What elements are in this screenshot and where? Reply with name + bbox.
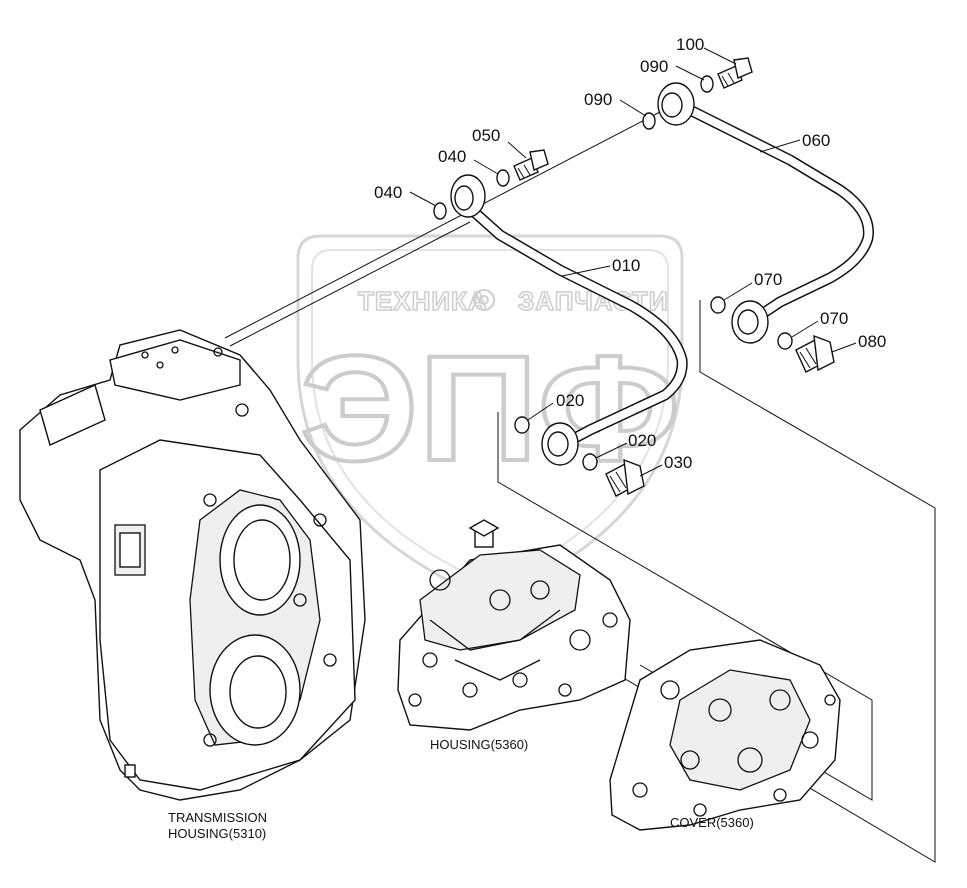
o-ring-020-right — [582, 453, 598, 471]
watermark-shield-outline — [296, 234, 684, 602]
label-cover: COVER(5360) — [670, 815, 754, 830]
callout-070-left: 070 — [754, 270, 782, 289]
callout-020-left: 020 — [556, 391, 584, 410]
o-ring-090-left — [642, 112, 656, 130]
callout-030: 030 — [664, 453, 692, 472]
watermark: ТЕХНИКА ЗАПЧАСТИ ЭПФ — [296, 234, 684, 602]
callout-040-right: 040 — [438, 147, 466, 166]
o-ring-090-right — [700, 75, 714, 93]
valve-housing — [397, 519, 631, 731]
callout-090-right: 090 — [640, 57, 668, 76]
callout-070-right: 070 — [820, 309, 848, 328]
label-transmission-line2: HOUSING(5310) — [168, 826, 266, 841]
o-rings — [433, 75, 793, 471]
o-ring-070-right — [777, 332, 793, 350]
o-ring-040-left — [433, 202, 447, 220]
o-ring-070-left — [710, 296, 726, 314]
watermark-logo: ЭПФ — [300, 324, 680, 492]
bolt-050 — [513, 149, 549, 181]
bolt-080 — [795, 334, 835, 373]
callout-040-left: 040 — [374, 183, 402, 202]
o-ring-020-left — [514, 416, 530, 434]
callout-labels: 100 090 090 060 050 040 040 010 070 070 … — [374, 35, 886, 472]
transmission-housing — [19, 329, 366, 801]
bolt-100 — [717, 57, 753, 89]
label-transmission-line1: TRANSMISSION — [168, 810, 267, 825]
callout-060: 060 — [802, 131, 830, 150]
valve-cover — [609, 639, 841, 831]
callout-010: 010 — [612, 256, 640, 275]
group-labels: TRANSMISSION HOUSING(5310) HOUSING(5360)… — [168, 737, 754, 841]
label-housing: HOUSING(5360) — [430, 737, 528, 752]
callout-020-right: 020 — [628, 431, 656, 450]
callout-090-left: 090 — [584, 90, 612, 109]
watermark-text-left: ТЕХНИКА — [358, 286, 488, 316]
o-ring-040-right — [496, 169, 510, 187]
callout-100: 100 — [676, 35, 704, 54]
callout-050: 050 — [472, 126, 500, 145]
watermark-gear-icon — [473, 289, 495, 311]
leader-lines — [409, 47, 857, 477]
pipe-060 — [657, 82, 874, 344]
bolt-030 — [605, 458, 645, 497]
callout-080: 080 — [858, 332, 886, 351]
pipe-010 — [450, 174, 688, 466]
